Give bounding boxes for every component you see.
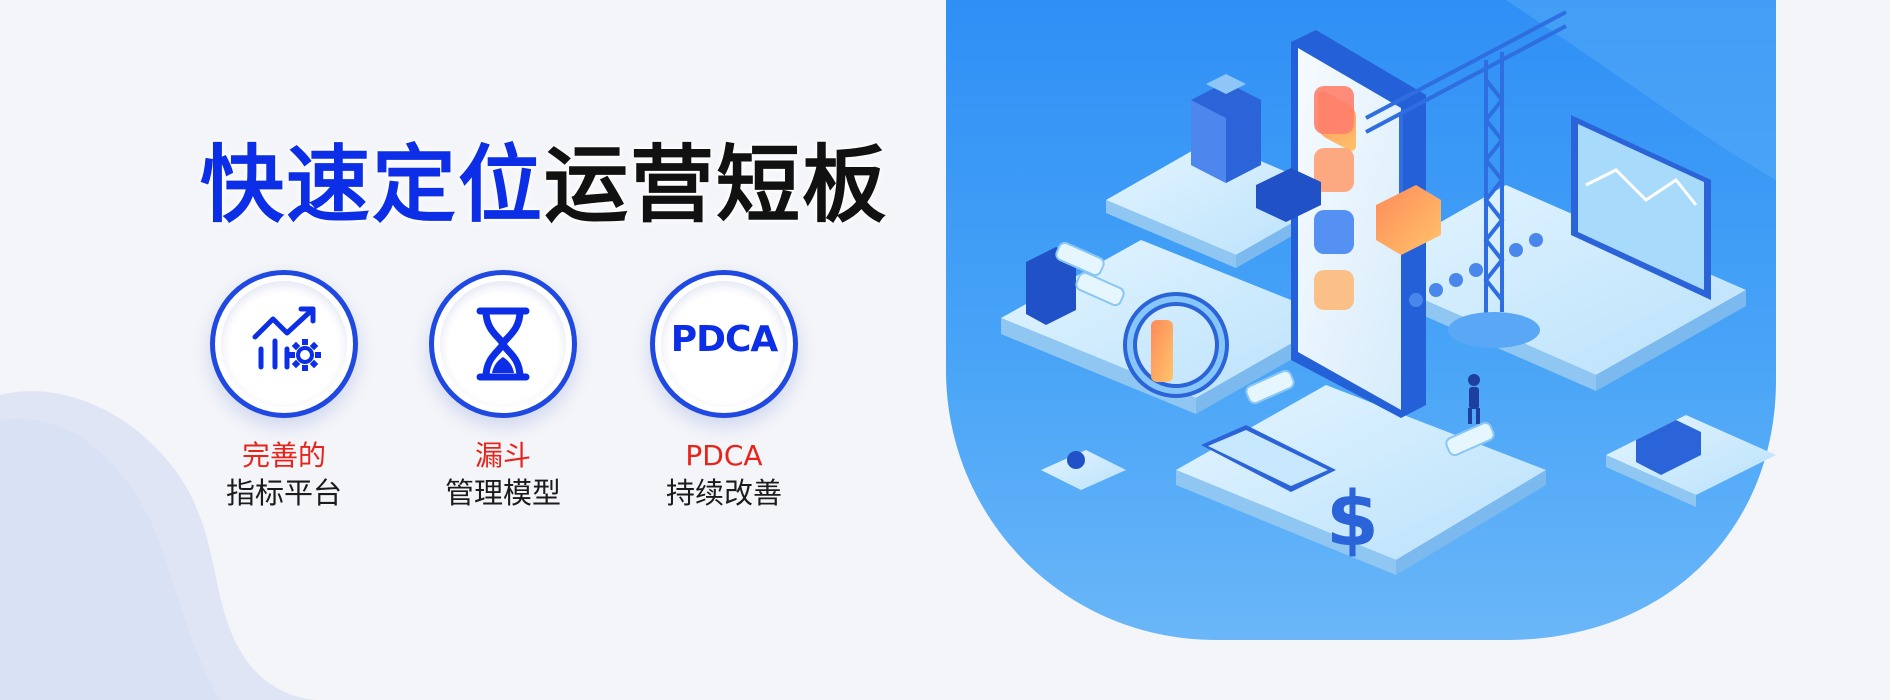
crane bbox=[1365, 10, 1567, 320]
feature-subtitle: 持续改善 bbox=[665, 476, 782, 510]
building bbox=[1191, 74, 1261, 183]
right-platform bbox=[1356, 185, 1746, 375]
person-figure bbox=[1468, 374, 1480, 424]
feature-title: 漏斗 bbox=[474, 439, 531, 472]
feature-subtitle: 管理模型 bbox=[444, 476, 561, 510]
phone-device bbox=[1291, 30, 1426, 418]
feature-circle bbox=[429, 270, 577, 418]
monitor bbox=[1571, 115, 1711, 300]
feature-circle: PDCA bbox=[650, 270, 798, 418]
feature-indicator-platform: 完善的 指标平台 bbox=[174, 270, 394, 512]
hourglass-icon bbox=[476, 307, 530, 381]
pdca-icon: PDCA bbox=[670, 319, 779, 360]
headline: 快速定位运营短板 bbox=[200, 118, 888, 239]
ring-graphic bbox=[1123, 292, 1229, 398]
bottom-platform bbox=[1176, 385, 1546, 560]
chart-gear-icon bbox=[252, 306, 321, 371]
feature-title: PDCA bbox=[685, 439, 763, 472]
headline-highlight: 快速定位 bbox=[200, 136, 545, 234]
isometric-operations-illustration: $ bbox=[946, 0, 1776, 640]
conveyor bbox=[1409, 233, 1543, 307]
feature-pdca: PDCA PDCA 持续改善 bbox=[614, 270, 834, 512]
feature-title: 完善的 bbox=[241, 439, 326, 472]
feature-subtitle: 指标平台 bbox=[225, 476, 342, 510]
dollar-sign: $ bbox=[1326, 474, 1379, 563]
feature-funnel-model: 漏斗 管理模型 bbox=[393, 270, 613, 512]
headline-rest: 运营短板 bbox=[544, 136, 889, 234]
upper-platform bbox=[1106, 140, 1341, 255]
feature-circle bbox=[210, 270, 358, 418]
